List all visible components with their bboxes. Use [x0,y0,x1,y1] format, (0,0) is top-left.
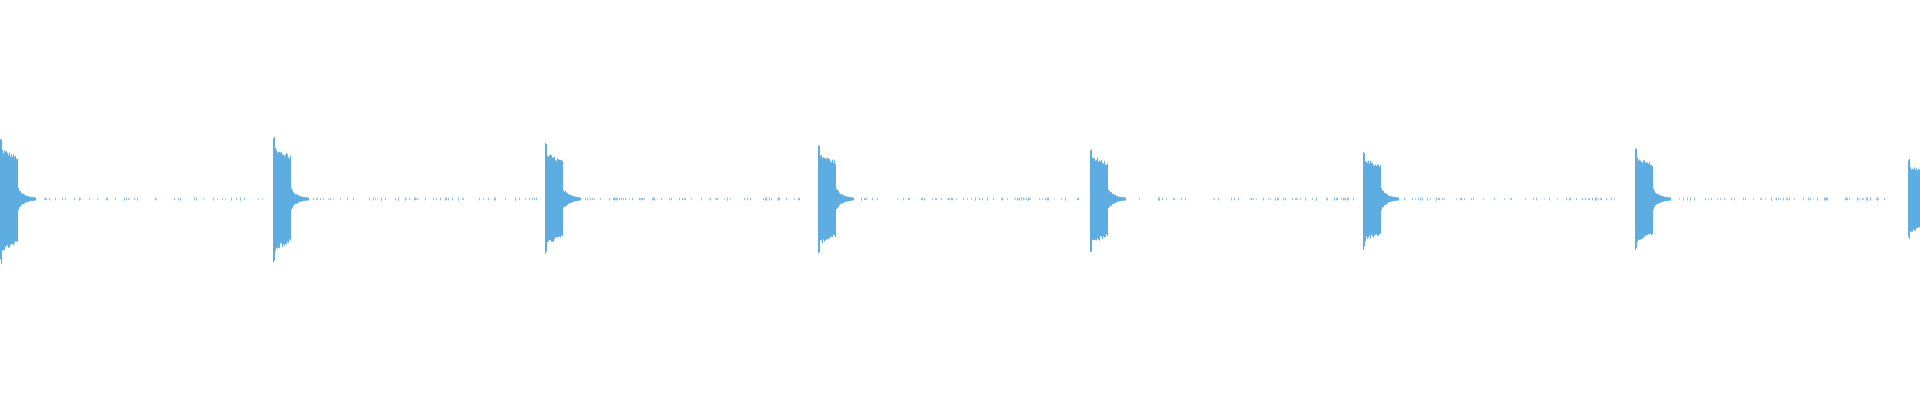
waveform-noise-segment [585,197,800,201]
waveform-pulse-shape [1635,148,1671,250]
waveform-pulse-shape [818,145,854,254]
waveform-pulse [1090,149,1126,252]
waveform-pulse [1635,148,1671,250]
waveform-pulse [0,139,36,264]
waveform-pulse-shape [1090,149,1126,252]
waveform-pulse [273,137,309,263]
waveform-pulse-shape [1908,159,1920,239]
waveform-pulse [1908,159,1920,239]
waveform-pulse-shape [1363,151,1399,250]
waveform-pulse [545,143,581,254]
waveform-pulse-shape [545,143,581,254]
waveform-pulse-shape [0,139,36,264]
waveform-noise-segment [313,197,537,201]
waveform-pulse [818,145,854,254]
waveform-pulse [1363,151,1399,250]
waveform-noise-segment [44,197,263,201]
waveform-noise-segment [861,197,1079,201]
waveform-pulses [0,137,1920,264]
waveform-noise-floor [44,197,1885,201]
waveform-pulse-shape [273,137,309,263]
waveform-noise-segment [1139,197,1354,201]
waveform-noise-segment [1679,197,1885,201]
waveform-noise-segment [1404,197,1615,201]
